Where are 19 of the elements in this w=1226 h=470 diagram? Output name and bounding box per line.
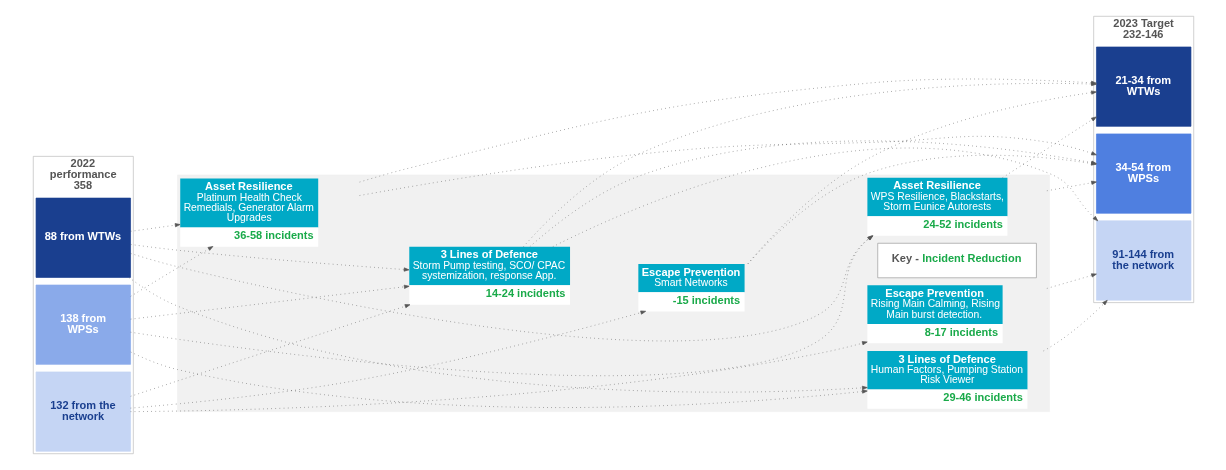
arrow [1046,273,1097,289]
arrow [129,284,409,320]
arrow [129,351,868,408]
arrow [129,244,409,272]
arrow [129,341,868,412]
node-box: 91-144 from the network [1095,220,1191,301]
arrow [129,223,180,232]
arrow [1046,180,1097,192]
node-box: 132 from the network [35,371,131,452]
node-box: 21-34 from WTWs [1095,46,1191,127]
arrow [1042,300,1108,352]
node-box: 88 from WTWs [35,197,131,278]
arrow [129,310,646,409]
node-box: 34-54 from WPSs [1095,133,1191,214]
node-box: Key - Incident Reduction [876,242,1037,279]
node-box: 138 from WPSs [35,284,131,365]
arrow [129,246,213,297]
arrow [129,304,410,397]
arrow [128,277,868,393]
